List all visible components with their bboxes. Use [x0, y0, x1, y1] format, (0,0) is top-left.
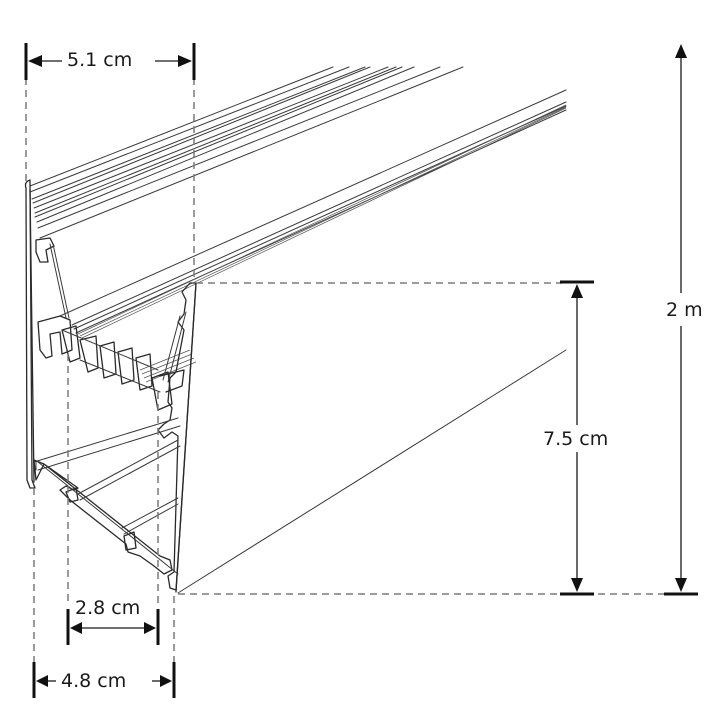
lower-channel: [33, 439, 181, 575]
dim-length: [664, 44, 698, 596]
dim-inner-width: [66, 609, 160, 645]
profile-body: [24, 66, 567, 594]
bottom-long-edge: [177, 349, 567, 594]
left-upper-hook: [35, 237, 55, 263]
fin-section: [61, 329, 197, 393]
inner-width-label: 2.8 cm: [75, 597, 141, 619]
right-clip-channel: [151, 371, 173, 411]
guide-lines: [25, 78, 690, 664]
middle-shelf: [33, 417, 181, 471]
top-flange-ribs: [29, 66, 464, 239]
length-label: 2 m: [663, 299, 706, 321]
dim-height: [560, 280, 594, 596]
height-label: 7.5 cm: [540, 428, 612, 450]
right-wall: [157, 282, 197, 591]
dim-top-width: [24, 43, 196, 80]
upper-rail: [59, 89, 567, 339]
left-clip-channel: [37, 315, 73, 359]
dim-bottom-width: [32, 662, 176, 698]
top-width-label: 5.1 cm: [64, 49, 136, 71]
bottom-width-label: 4.8 cm: [58, 670, 130, 692]
